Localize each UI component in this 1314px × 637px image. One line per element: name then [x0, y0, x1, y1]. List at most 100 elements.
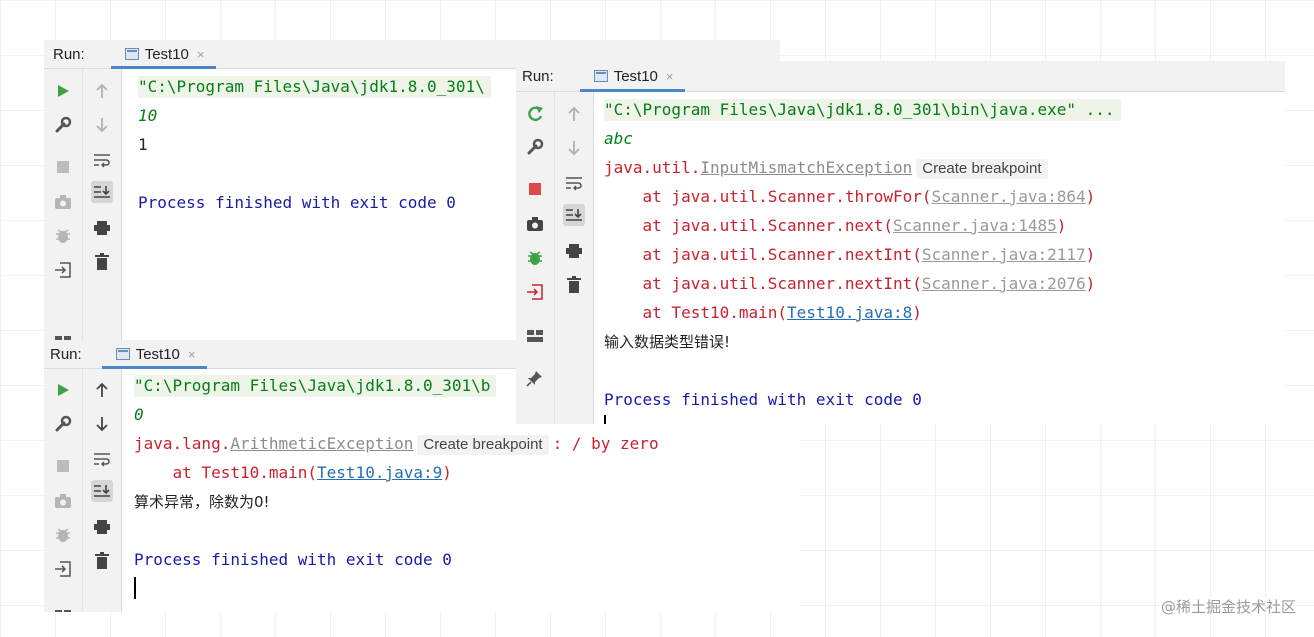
process-finished-line: Process finished with exit code 0 [134, 550, 452, 569]
console-output[interactable]: "C:\Program Files\Java\jdk1.8.0_301\bin\… [594, 92, 1285, 424]
user-input-line: abc [604, 129, 633, 148]
run-config-icon [593, 70, 608, 82]
arrow-down-icon[interactable] [91, 114, 113, 136]
source-link[interactable]: Scanner.java:2076 [921, 274, 1086, 293]
process-finished-line: Process finished with exit code 0 [604, 390, 922, 409]
trace-suffix: ) [442, 463, 452, 482]
wrench-icon[interactable] [524, 136, 546, 158]
error-message-line: 输入数据类型错误! [604, 333, 731, 351]
exception-package: java.util. [604, 158, 701, 177]
trace-suffix: ) [1085, 187, 1096, 206]
stop-icon[interactable] [52, 156, 74, 178]
bug-icon[interactable] [52, 524, 74, 546]
arrow-down-icon[interactable] [91, 413, 113, 435]
stack-trace-line: at java.util.Scanner.throwFor(Scanner.ja… [604, 186, 1096, 208]
close-icon[interactable]: × [187, 346, 196, 362]
camera-icon[interactable] [52, 191, 74, 213]
layout-icon[interactable] [52, 605, 74, 612]
soft-wrap-icon[interactable] [91, 448, 113, 470]
error-message-line: 算术异常，除数为0! [134, 493, 270, 511]
arrow-up-icon[interactable] [563, 103, 585, 125]
tab-title: Test10 [144, 45, 189, 63]
console-output[interactable]: "C:\Program Files\Java\jdk1.8.0_301\b 0 … [118, 369, 799, 612]
close-icon[interactable]: × [665, 68, 674, 84]
user-input-line: 10 [138, 106, 158, 125]
print-icon[interactable] [563, 240, 585, 262]
source-link[interactable]: Test10.java:9 [317, 463, 443, 482]
process-finished-line: Process finished with exit code 0 [138, 193, 456, 212]
arrow-up-icon[interactable] [91, 80, 113, 102]
arrow-up-icon[interactable] [91, 379, 113, 401]
trash-icon[interactable] [91, 550, 113, 572]
left-toolbar [516, 92, 555, 424]
exit-icon[interactable] [524, 281, 546, 303]
left-toolbar [44, 369, 83, 612]
create-breakpoint-button[interactable]: Create breakpoint [916, 159, 1048, 179]
trace-prefix: at java.util.Scanner.nextInt( [604, 274, 922, 293]
trace-prefix: at Test10.main( [134, 463, 318, 482]
wrench-icon[interactable] [52, 114, 74, 136]
tab-title: Test10 [135, 345, 180, 363]
stack-trace-line: at java.util.Scanner.nextInt(Scanner.jav… [604, 273, 1096, 295]
tab-test10[interactable]: Test10 × [110, 40, 217, 69]
create-breakpoint-button[interactable]: Create breakpoint [417, 435, 549, 455]
scroll-to-end-icon[interactable] [91, 181, 113, 203]
camera-icon[interactable] [524, 213, 546, 235]
trace-prefix: at java.util.Scanner.throwFor( [604, 187, 932, 206]
trace-suffix: ) [1085, 274, 1096, 293]
stop-icon[interactable] [524, 178, 546, 200]
source-link[interactable]: Scanner.java:1485 [892, 216, 1057, 235]
trash-icon[interactable] [91, 251, 113, 273]
right-toolbar [83, 369, 122, 612]
scroll-to-end-icon[interactable] [563, 204, 585, 226]
command-line: "C:\Program Files\Java\jdk1.8.0_301\ [138, 76, 491, 98]
close-icon[interactable]: × [196, 46, 205, 62]
console-output[interactable]: "C:\Program Files\Java\jdk1.8.0_301\ 10 … [122, 69, 780, 340]
stack-trace-line: at java.util.Scanner.next(Scanner.java:1… [604, 215, 1067, 237]
exception-class-link[interactable]: ArithmeticException [230, 434, 414, 453]
right-toolbar [83, 69, 122, 340]
tab-test10[interactable]: Test10 × [101, 340, 208, 369]
rerun-play-icon[interactable] [52, 379, 74, 401]
trace-prefix: at java.util.Scanner.nextInt( [604, 245, 922, 264]
run-label: Run: [50, 345, 82, 363]
exit-icon[interactable] [52, 558, 74, 580]
exception-class-link[interactable]: InputMismatchException [700, 158, 913, 177]
scroll-to-end-icon[interactable] [91, 480, 113, 502]
wrench-icon[interactable] [52, 413, 74, 435]
arrow-down-icon[interactable] [563, 137, 585, 159]
source-link[interactable]: Scanner.java:2117 [921, 245, 1086, 264]
exit-icon[interactable] [52, 259, 74, 281]
output-line: 1 [138, 135, 148, 154]
print-icon[interactable] [91, 516, 113, 538]
command-line: "C:\Program Files\Java\jdk1.8.0_301\b [134, 375, 497, 397]
trash-icon[interactable] [563, 274, 585, 296]
layout-icon[interactable] [524, 325, 546, 347]
run-label: Run: [522, 67, 554, 85]
rerun-icon[interactable] [524, 103, 546, 125]
layout-icon[interactable] [52, 331, 74, 340]
exception-package: java.lang. [134, 434, 231, 453]
tab-test10[interactable]: Test10 × [579, 61, 686, 92]
print-icon[interactable] [91, 217, 113, 239]
right-toolbar [555, 92, 594, 424]
exception-message: : / by zero [552, 434, 659, 453]
command-line: "C:\Program Files\Java\jdk1.8.0_301\bin\… [604, 99, 1121, 121]
left-toolbar [44, 69, 83, 340]
text-cursor [604, 415, 606, 424]
pin-icon[interactable] [524, 367, 546, 389]
run-panel-b: Run: Test10 × [516, 61, 1285, 424]
soft-wrap-icon[interactable] [563, 172, 585, 194]
rerun-play-icon[interactable] [52, 80, 74, 102]
source-link[interactable]: Test10.java:8 [787, 303, 913, 322]
run-toolwindow-header: Run: Test10 × [516, 61, 1285, 92]
stop-icon[interactable] [52, 455, 74, 477]
bug-icon[interactable] [52, 225, 74, 247]
stack-trace-line: at Test10.main(Test10.java:9) [134, 462, 452, 484]
run-label: Run: [53, 45, 85, 63]
camera-icon[interactable] [52, 490, 74, 512]
soft-wrap-icon[interactable] [91, 149, 113, 171]
bug-icon[interactable] [524, 247, 546, 269]
source-link[interactable]: Scanner.java:864 [931, 187, 1086, 206]
